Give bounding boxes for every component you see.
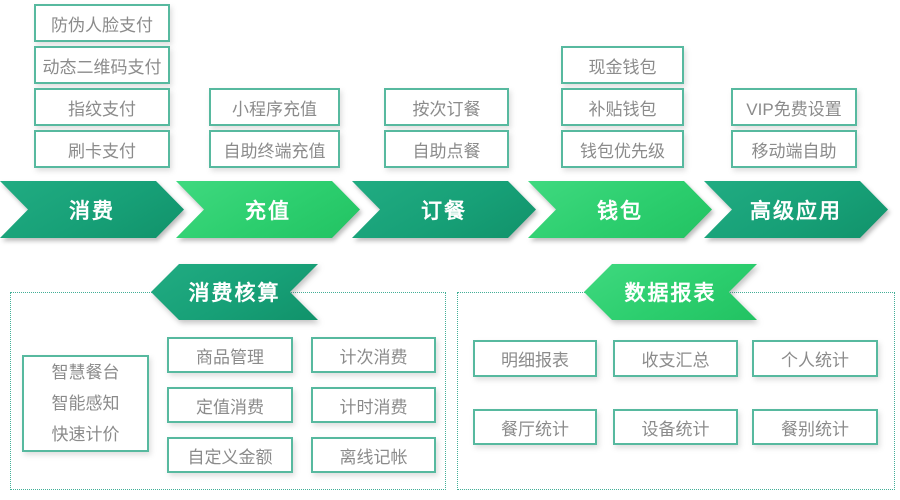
flow-arrow-order: 订餐 [352, 181, 536, 238]
item-box-offline-record: 离线记帐 [311, 437, 436, 473]
banner-label: 消费核算 [188, 282, 281, 305]
item-box-device-stats: 设备统计 [613, 409, 738, 445]
feature-box-miniprogram-recharge: 小程序充值 [209, 88, 340, 126]
feature-box-card-payment: 刷卡支付 [34, 130, 170, 168]
feature-box-cash-wallet: 现金钱包 [561, 46, 684, 84]
item-box-goods-management: 商品管理 [167, 337, 293, 373]
highlight-line-smart-table: 智慧餐台 [51, 363, 120, 382]
item-box-income-summary: 收支汇总 [613, 340, 738, 377]
banner-label: 数据报表 [624, 282, 717, 305]
item-box-restaurant-stats: 餐厅统计 [473, 409, 597, 445]
feature-box-mobile-self: 移动端自助 [731, 130, 857, 168]
data-report-banner-shape: 数据报表 [584, 264, 757, 320]
feature-box-per-order-meal: 按次订餐 [384, 88, 509, 126]
item-box-meal-period-stats: 餐别统计 [752, 409, 878, 445]
flow-arrow-wallet-shape: 钱包 [528, 181, 712, 238]
feature-box-dynamic-qr: 动态二维码支付 [34, 46, 170, 84]
flow-arrow-label: 钱包 [597, 199, 643, 223]
consume-accounting-banner-shape: 消费核算 [151, 264, 318, 320]
flow-arrow-label: 充值 [245, 199, 291, 223]
item-box-detail-report: 明细报表 [473, 340, 597, 377]
feature-box-fingerprint: 指纹支付 [34, 88, 170, 126]
item-box-fixed-consume: 定值消费 [167, 387, 293, 423]
flow-arrow-recharge-shape: 充值 [176, 181, 360, 238]
flow-arrow-label: 高级应用 [750, 199, 842, 223]
flow-arrow-consume-shape: 消费 [0, 181, 184, 238]
flow-arrow-order-shape: 订餐 [352, 181, 536, 238]
data-report-banner: 数据报表 [584, 264, 757, 320]
flow-arrow-wallet: 钱包 [528, 181, 712, 238]
highlight-line-fast-pricing: 快速计价 [51, 425, 120, 444]
feature-box-self-order: 自助点餐 [384, 130, 509, 168]
data-report-group [457, 292, 895, 490]
consume-accounting-banner: 消费核算 [151, 264, 318, 320]
feature-box-subsidy-wallet: 补贴钱包 [561, 88, 684, 126]
feature-box-vip-free-setting: VIP免费设置 [731, 88, 857, 126]
feature-box-terminal-recharge: 自助终端充值 [209, 130, 340, 168]
feature-box-face-payment: 防伪人脸支付 [34, 4, 170, 42]
item-box-custom-amount: 自定义金额 [167, 437, 293, 473]
item-box-count-consume: 计次消费 [311, 337, 436, 373]
flow-arrow-consume: 消费 [0, 181, 184, 238]
smart-table-highlight-box: 智慧餐台 智能感知 快速计价 [22, 355, 149, 452]
flow-arrow-label: 订餐 [421, 199, 467, 223]
item-box-personal-stats: 个人统计 [752, 340, 878, 377]
flow-arrow-advanced: 高级应用 [704, 181, 888, 238]
flow-arrow-recharge: 充值 [176, 181, 360, 238]
item-box-timed-consume: 计时消费 [311, 387, 436, 423]
flow-arrow-advanced-shape: 高级应用 [704, 181, 888, 238]
flow-arrow-label: 消费 [69, 199, 115, 223]
feature-box-wallet-priority: 钱包优先级 [561, 130, 684, 168]
highlight-line-smart-sensing: 智能感知 [51, 394, 120, 413]
